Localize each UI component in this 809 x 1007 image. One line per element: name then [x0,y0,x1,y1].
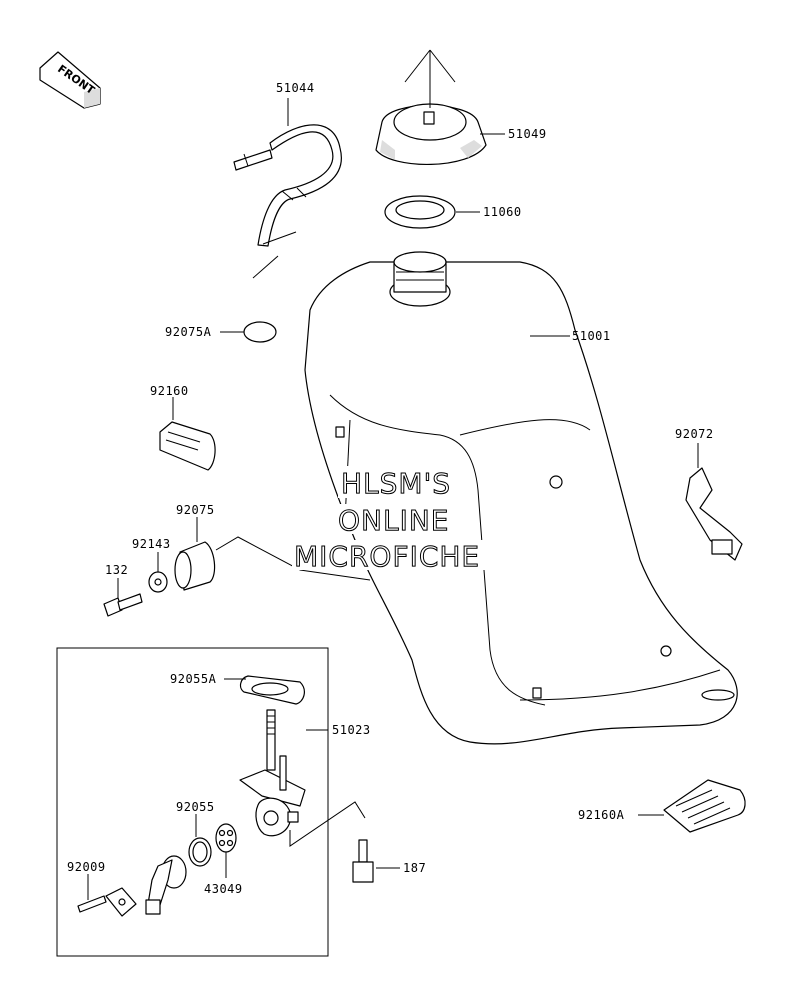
label-92055: 92055 [176,800,215,814]
label-92075: 92075 [176,503,215,517]
screw-plate [77,887,137,917]
label-51044: 51044 [276,81,315,95]
watermark-line1: HLSM'S [341,467,451,500]
label-92075A: 92075A [165,325,212,339]
tank-rubber-upper [159,421,216,471]
label-187: 187 [403,861,426,875]
tank-strap [685,467,743,561]
fuel-filter [215,823,237,853]
watermark-line2: ONLINE [338,504,449,537]
tank-cap [243,321,277,343]
bolt-187 [352,839,374,883]
o-ring [188,837,212,867]
label-43049: 43049 [204,882,243,896]
label-92160: 92160 [150,384,189,398]
label-92055A: 92055A [170,672,217,686]
label-51049: 51049 [508,127,547,141]
label-92072: 92072 [675,427,714,441]
label-51023: 51023 [332,723,371,737]
label-92143: 92143 [132,537,171,551]
watermark-line3: MICROFICHE [294,540,480,573]
label-11060: 11060 [483,205,522,219]
tank-rubber-lower [663,779,746,833]
breather-hose [233,124,342,247]
tank-grommet [174,541,216,591]
front-badge: FRONT [39,51,101,109]
label-132: 132 [105,563,128,577]
collar [148,571,168,593]
fuel-cock [239,709,306,837]
cap-gasket [384,195,456,229]
watermark: HLSM'S ONLINE MICROFICHE [292,466,516,574]
fuel-tank [304,251,738,745]
fuel-outlet [145,855,187,915]
label-51001: 51001 [572,329,611,343]
bolt-132 [103,593,143,617]
cock-gasket [239,675,305,705]
label-92160A: 92160A [578,808,625,822]
label-92009: 92009 [67,860,106,874]
fuel-cap [375,103,487,165]
fuel-cock-frame [56,647,329,957]
